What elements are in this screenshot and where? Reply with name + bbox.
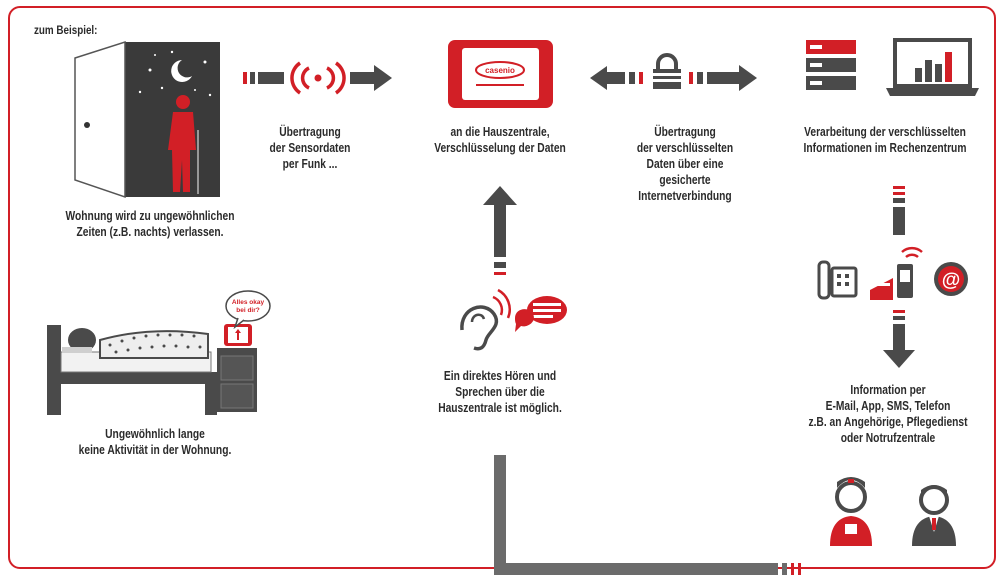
caption-line: Übertragung bbox=[654, 125, 716, 139]
lock-icon bbox=[653, 53, 681, 89]
caption-line: Informationen im Rechenzentrum bbox=[803, 141, 967, 155]
caption-line: Wohnung wird zu ungewöhnlichen bbox=[65, 209, 235, 223]
server-icon bbox=[806, 40, 856, 90]
intro-label: zum Beispiel: bbox=[34, 23, 98, 37]
caption-line: Ein direktes Hören und bbox=[443, 369, 557, 383]
caption-line: Internetverbindung bbox=[638, 189, 732, 203]
caption-line: Verschlüsselung der Daten bbox=[434, 141, 566, 155]
door-night-icon bbox=[74, 40, 220, 199]
ear-icon bbox=[460, 288, 511, 351]
caption-door: Wohnung wird zu ungewöhnlichen Zeiten (z… bbox=[48, 208, 253, 240]
caption-line: Ungewöhnlich lange bbox=[105, 427, 205, 441]
caption-bed: Ungewöhnlich lange keine Aktivität in de… bbox=[61, 426, 250, 458]
person-icon bbox=[912, 485, 956, 546]
hub-device-icon: casenio bbox=[448, 40, 553, 108]
desk-phone-icon bbox=[817, 260, 858, 300]
caption-line: Daten über eine bbox=[646, 157, 724, 171]
caption-line: gesicherte bbox=[659, 173, 711, 187]
email-symbol: @ bbox=[942, 270, 961, 291]
radio-transmission-icon bbox=[243, 61, 392, 95]
caption-line: E-Mail, App, SMS, Telefon bbox=[825, 399, 951, 413]
hub-logo-text: casenio bbox=[485, 66, 515, 75]
speech-bubble-icon bbox=[515, 296, 567, 332]
bottom-connector bbox=[494, 455, 801, 575]
speech-up-arrow bbox=[483, 186, 517, 275]
caption-line: Hauszentrale ist möglich. bbox=[438, 401, 562, 415]
mobile-sms-icon bbox=[870, 247, 923, 300]
info-down-arrow bbox=[883, 310, 915, 368]
caption-line: per Funk ... bbox=[282, 157, 338, 171]
bubble-line: Alles okay bbox=[232, 299, 265, 306]
caption-radio: Übertragung der Sensordaten per Funk ... bbox=[253, 124, 368, 172]
laptop-chart-icon bbox=[886, 38, 979, 96]
datacenter-connector bbox=[893, 186, 905, 235]
caption-line: Zeiten (z.B. nachts) verlassen. bbox=[76, 225, 224, 239]
nurse-icon bbox=[830, 477, 872, 546]
bed-scene-icon bbox=[47, 324, 257, 415]
caption-line: oder Notrufzentrale bbox=[840, 431, 936, 445]
question-bubble: Alles okay bei dir? bbox=[225, 290, 271, 330]
caption-line: Verarbeitung der verschlüsselten bbox=[804, 125, 966, 139]
caption-line: Sprechen über die bbox=[455, 385, 545, 399]
caption-datacenter: Verarbeitung der verschlüsselten Informa… bbox=[787, 124, 984, 156]
encrypted-transmission-icon bbox=[590, 53, 757, 91]
bubble-line: bei dir? bbox=[236, 307, 260, 314]
caption-line: z.B. an Angehörige, Pflegedienst bbox=[808, 415, 968, 429]
caption-speech: Ein direktes Hören und Sprechen über die… bbox=[418, 368, 582, 416]
caption-line: Information per bbox=[850, 383, 926, 397]
caption-hub: an die Hauszentrale, Verschlüsselung der… bbox=[410, 124, 590, 156]
caption-encrypted: Übertragung der verschlüsselten Daten üb… bbox=[615, 124, 754, 204]
caption-info: Information per E-Mail, App, SMS, Telefo… bbox=[790, 382, 987, 446]
email-icon: @ bbox=[934, 262, 968, 296]
caption-line: der Sensordaten bbox=[269, 141, 351, 155]
caption-line: keine Aktivität in der Wohnung. bbox=[78, 443, 232, 457]
caption-line: Übertragung bbox=[279, 125, 341, 139]
walking-person-icon bbox=[168, 95, 199, 194]
caption-line: der verschlüsselten bbox=[636, 141, 734, 155]
caption-line: an die Hauszentrale, bbox=[450, 125, 550, 139]
